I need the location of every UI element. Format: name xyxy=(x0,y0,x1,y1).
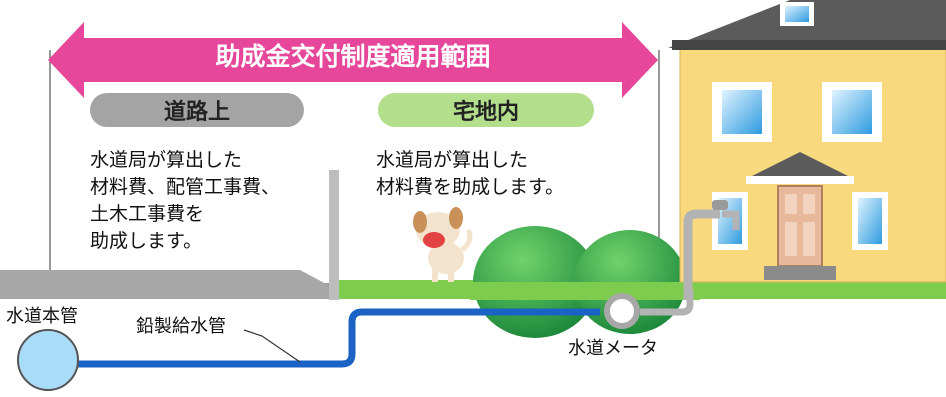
yard-description: 水道局が算出した 材料費を助成します。 xyxy=(376,147,564,201)
scope-banner-arrow xyxy=(48,22,658,98)
house xyxy=(668,0,946,283)
water-main-label: 水道本管 xyxy=(6,306,78,327)
road-curb xyxy=(0,270,330,299)
road-description: 水道局が算出した 材料費、配管工事費、 土木工事費を 助成します。 xyxy=(90,147,280,255)
lead-service-pipe xyxy=(62,308,600,368)
yard-section-pill: 宅地内 xyxy=(378,93,594,127)
house-service-pipe xyxy=(640,290,694,316)
road-line-4: 助成します。 xyxy=(90,230,203,252)
porch-roof xyxy=(748,152,852,178)
lead-pipe-leader xyxy=(243,329,301,363)
lead-pipe-label: 鉛製給水管 xyxy=(136,316,226,337)
yard-section-title: 宅地内 xyxy=(452,100,519,125)
scope-banner-label: 助成金交付制度適用範囲 xyxy=(215,42,491,71)
dog-icon xyxy=(413,207,473,282)
yard-line-1: 水道局が算出した xyxy=(376,149,529,171)
water-meter-label: 水道メータ xyxy=(568,338,658,359)
road-section-title: 道路上 xyxy=(163,100,230,125)
road-section-pill: 道路上 xyxy=(90,93,304,127)
road-line-2: 材料費、配管工事費、 xyxy=(90,176,281,198)
water-meter-icon xyxy=(604,293,640,329)
faucet-icon xyxy=(683,200,740,300)
boundary-post xyxy=(329,170,339,300)
yard-line-2: 材料費を助成します。 xyxy=(376,176,565,198)
road-line-3: 土木工事費を xyxy=(90,203,205,225)
door-step xyxy=(764,266,836,280)
water-main-icon xyxy=(17,329,79,391)
road-line-1: 水道局が算出した xyxy=(90,149,243,171)
front-door xyxy=(777,185,823,267)
